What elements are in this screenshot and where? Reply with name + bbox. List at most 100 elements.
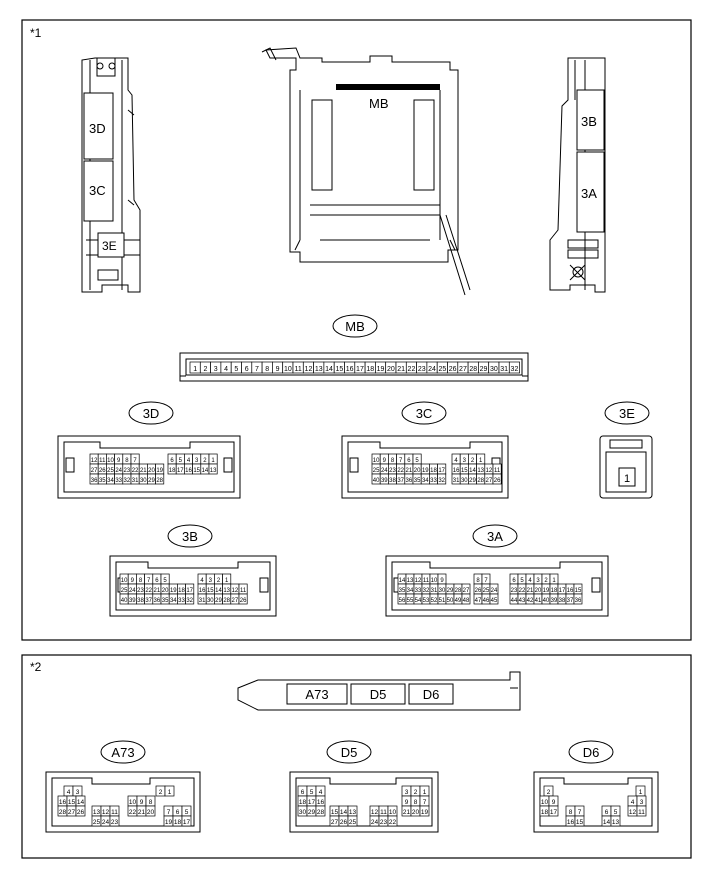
mb-pin: 12	[305, 366, 313, 373]
3d-pin: 7	[133, 458, 137, 464]
d6-pin: 18	[541, 809, 549, 816]
3c-pin: 36	[406, 478, 413, 484]
connector-a73-callout: A73	[100, 740, 146, 764]
3c-pin: 33	[430, 478, 437, 484]
center-label-mb: MB	[369, 96, 389, 111]
d5-pin: 5	[310, 789, 314, 796]
3a-pin: 20	[535, 588, 542, 594]
3b-pin: 26	[240, 598, 247, 604]
3c-pin: 13	[477, 468, 484, 474]
3c-pin: 5	[415, 458, 419, 464]
3a-pin: 40	[543, 598, 550, 604]
d5-pin: 23	[380, 819, 388, 826]
3c-pin-cell	[437, 473, 447, 485]
mb-pin: 8	[265, 366, 269, 373]
3a-pin: 8	[476, 578, 480, 584]
a73-pin: 23	[111, 819, 119, 826]
3a-pin: 56	[399, 598, 406, 604]
d5-pin: 2	[414, 789, 418, 796]
d6-pin: 9	[552, 799, 556, 806]
3a-pin: 9	[440, 578, 444, 584]
3a-pin: 41	[535, 598, 542, 604]
d6-pin-cell	[548, 805, 559, 817]
d6-pin: 7	[578, 809, 582, 816]
3a-pin: 21	[527, 588, 534, 594]
3d-pin: 12	[91, 458, 98, 464]
3c-pin: 18	[430, 468, 437, 474]
connector-3e-name: 3E	[619, 406, 635, 421]
a73-pin: 8	[149, 799, 153, 806]
connector-3a-name: 3A	[487, 529, 503, 544]
3a-pin: 52	[431, 598, 438, 604]
3d-pin: 11	[99, 458, 106, 464]
3a-pin: 34	[407, 588, 414, 594]
panel-1-frame	[21, 19, 692, 641]
3a-pin-cell	[461, 593, 471, 605]
3a-pin: 24	[491, 588, 498, 594]
3c-pin: 7	[399, 458, 403, 464]
3a-pin: 50	[447, 598, 454, 604]
3a-pin: 23	[511, 588, 518, 594]
3b-pin: 6	[155, 578, 159, 584]
3b-pin: 39	[129, 598, 136, 604]
3b-pin: 14	[215, 588, 222, 594]
mb-pin: 32	[511, 366, 519, 373]
3b-pin: 2	[217, 578, 221, 584]
connector-3e-pin-1: 1	[624, 473, 630, 485]
3a-pin: 51	[439, 598, 446, 604]
svg-text:D5: D5	[370, 687, 387, 702]
d5-pin: 22	[389, 819, 397, 826]
3b-pin: 16	[199, 588, 206, 594]
mb-pin-cell	[508, 361, 520, 374]
3a-pin: 5	[520, 578, 524, 584]
mb-pin: 24	[428, 366, 436, 373]
3b-pin: 15	[207, 588, 214, 594]
connector-3b-name: 3B	[182, 529, 198, 544]
3d-pin: 30	[140, 478, 147, 484]
3a-pin: 3	[536, 578, 540, 584]
d5-pin: 6	[301, 789, 305, 796]
connector-d6-callout: D6	[568, 740, 614, 764]
d5-pin: 10	[389, 809, 397, 816]
mb-pin: 5	[234, 366, 238, 373]
3d-pin: 14	[202, 468, 209, 474]
3c-pin: 4	[454, 458, 458, 464]
3b-pin: 23	[137, 588, 144, 594]
panel-2-frame	[21, 654, 692, 859]
3c-pin: 28	[477, 478, 484, 484]
connector-3d-name: 3D	[143, 406, 160, 421]
3d-pin-cell	[155, 473, 165, 485]
3c-pin: 20	[414, 468, 421, 474]
3d-pin: 13	[210, 468, 217, 474]
3c-pin: 11	[494, 468, 501, 474]
a73-pin: 9	[140, 799, 144, 806]
3c-pin: 27	[486, 478, 493, 484]
connector-d5-callout: D5	[326, 740, 372, 764]
a73-pin: 18	[174, 819, 182, 826]
mb-pin: 15	[335, 366, 343, 373]
mb-pin: 25	[438, 366, 446, 373]
3a-pin: 39	[551, 598, 558, 604]
3b-pin-cell	[185, 593, 195, 605]
3b-pin: 22	[145, 588, 152, 594]
left-label-3d: 3D	[89, 121, 106, 136]
mb-pin: 16	[346, 366, 354, 373]
connector-3c-callout: 3C	[401, 401, 447, 425]
mb-pin: 26	[449, 366, 457, 373]
panel-2-label: *2	[30, 660, 42, 674]
3a-pin: 46	[483, 598, 490, 604]
d6-pin: 1	[639, 789, 643, 796]
d5-pin: 4	[319, 789, 323, 796]
3b-pin: 18	[178, 588, 185, 594]
connector-a73-name: A73	[111, 745, 134, 760]
3c-pin: 35	[414, 478, 421, 484]
3b-pin: 24	[129, 588, 136, 594]
3b-pin: 25	[121, 588, 128, 594]
3a-pin: 47	[475, 598, 482, 604]
3a-pin: 15	[575, 588, 582, 594]
3a-pin: 17	[559, 588, 566, 594]
